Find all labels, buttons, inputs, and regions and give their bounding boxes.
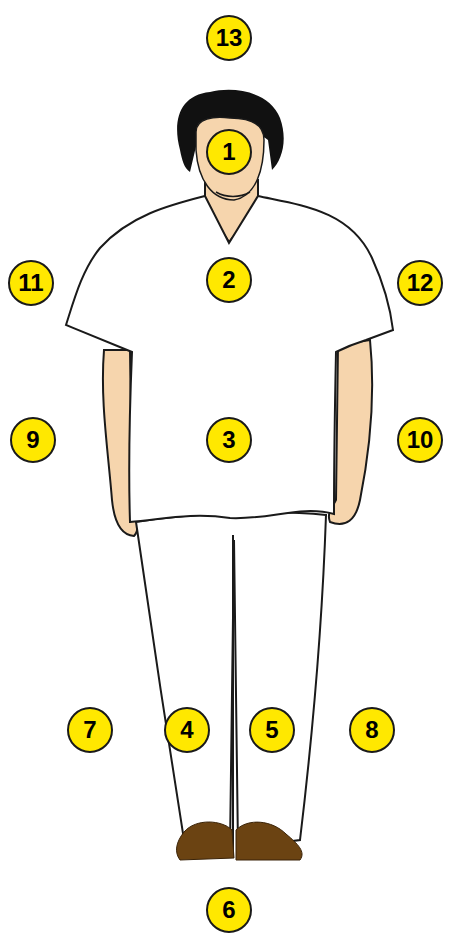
callout-circle: 8 (349, 707, 395, 753)
callout-number: 2 (222, 268, 235, 292)
pants-seam (232, 535, 234, 858)
callout-circle: 6 (206, 887, 252, 933)
callout-number: 6 (222, 898, 235, 922)
callout-number: 9 (26, 428, 39, 452)
callout-number: 11 (18, 271, 43, 295)
callout-circle: 3 (206, 417, 252, 463)
callout-circle: 7 (67, 707, 113, 753)
callout-number: 12 (407, 271, 434, 295)
callout-circle: 4 (164, 707, 210, 753)
face (196, 117, 264, 200)
callout-circle: 11 (8, 260, 54, 306)
callout-number: 8 (365, 718, 378, 742)
callout-number: 4 (180, 718, 193, 742)
callout-circle: 12 (397, 260, 443, 306)
callout-circle: 9 (10, 417, 56, 463)
callout-number: 3 (222, 428, 235, 452)
pants (136, 512, 326, 848)
callout-circle: 10 (397, 417, 443, 463)
callout-number: 10 (407, 428, 434, 452)
callout-number: 7 (83, 718, 96, 742)
callout-circle: 13 (206, 15, 252, 61)
callout-number: 1 (222, 140, 235, 164)
callout-circle: 2 (206, 257, 252, 303)
callout-number: 13 (216, 26, 243, 50)
left-shoe (177, 822, 234, 860)
callout-number: 5 (265, 718, 278, 742)
shirt (66, 196, 393, 522)
chin-line (216, 192, 250, 197)
right-shoe (236, 822, 302, 860)
callout-circle: 5 (249, 707, 295, 753)
callout-circle: 1 (206, 129, 252, 175)
